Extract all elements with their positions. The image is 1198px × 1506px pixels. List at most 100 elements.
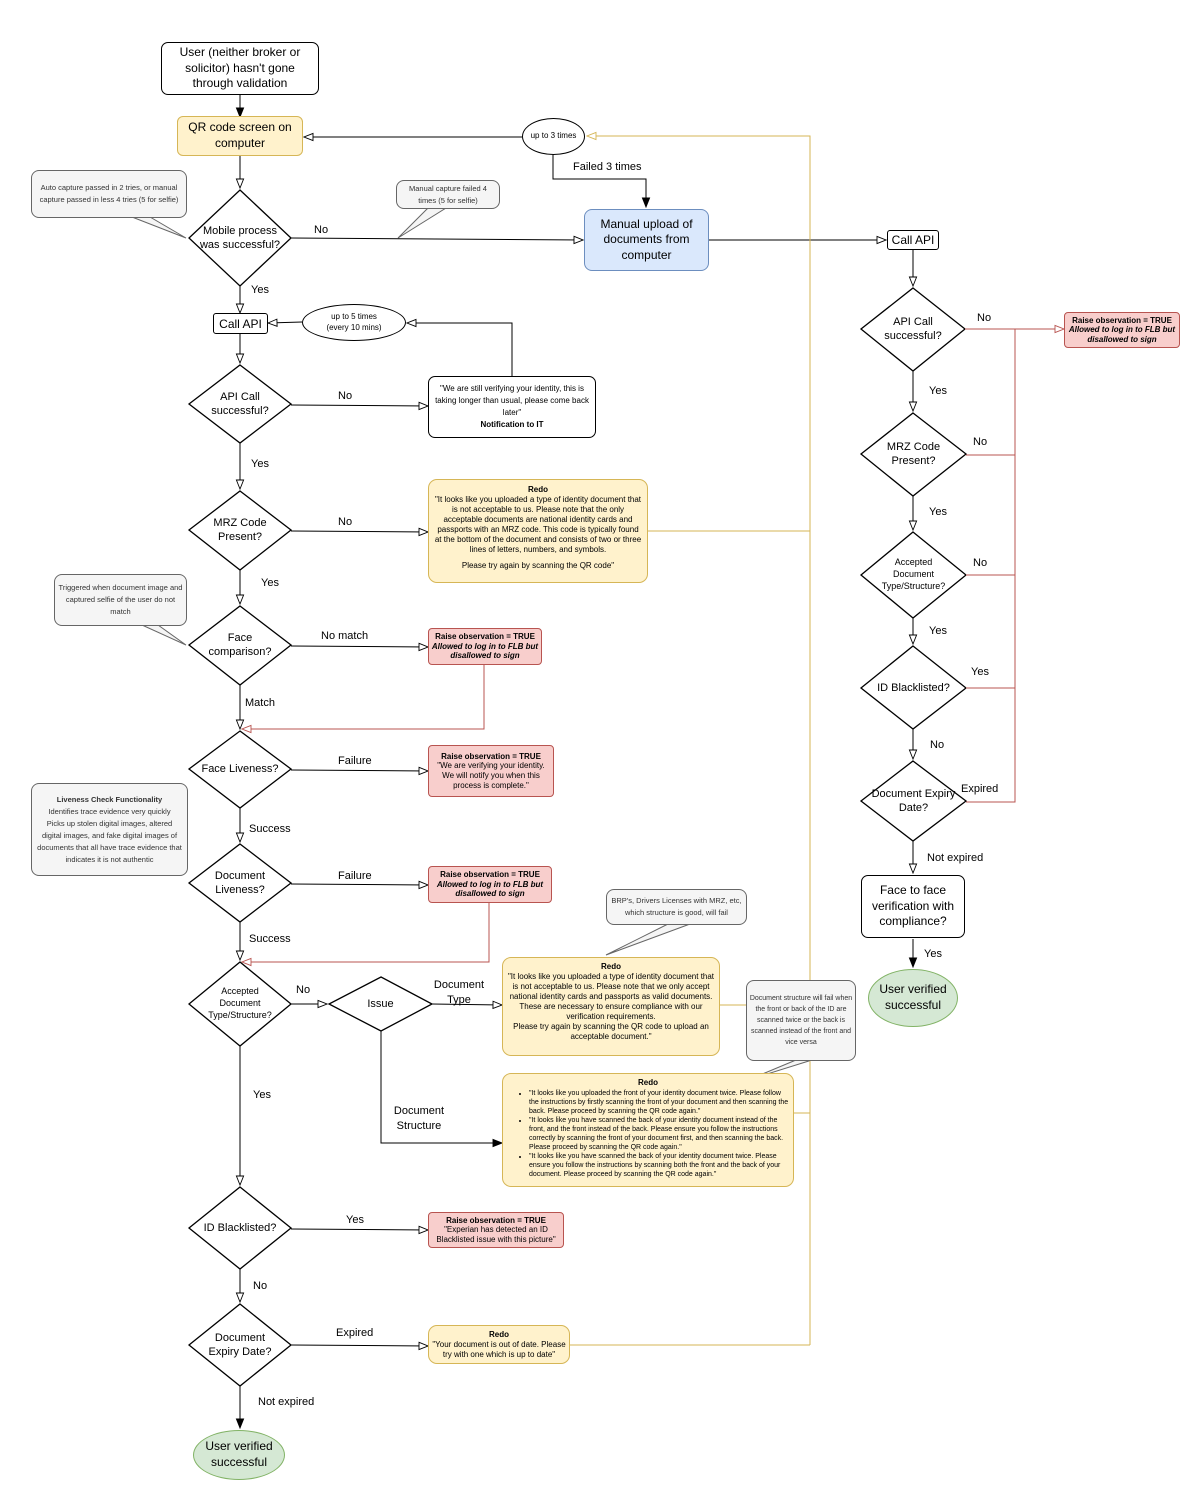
edge-label-right-accepted-yes: Yes xyxy=(929,625,947,637)
liveness-functionality-box: Liveness Check Functionality Identifies … xyxy=(31,783,188,876)
edge-label-right-api-no: No xyxy=(977,312,992,324)
face-liveness-decision: Face Liveness? xyxy=(201,762,279,775)
still-verifying-text: "We are still verifying your identity, t… xyxy=(435,384,589,417)
api-call-decision-left: API Call successful? xyxy=(211,390,269,417)
redo-mrz-title: Redo xyxy=(528,485,548,494)
structure-bullet: "It looks like you have scanned the back… xyxy=(529,1117,789,1152)
expiry-decision-right: Document Expiry Date? xyxy=(871,787,956,814)
raise-observation-doc: Raise observation = TRUE Allowed to log … xyxy=(428,866,552,903)
id-blacklisted-decision-left: ID Blacklisted? xyxy=(203,1221,277,1234)
edge-label-right-expired: Expired xyxy=(961,783,999,795)
edge-label-right-blacklisted-no: No xyxy=(930,739,945,751)
edge-label-match: Match xyxy=(245,697,275,709)
redo-structure-title: Redo xyxy=(638,1078,658,1087)
raise-observation-experian: Raise observation = TRUE "Experian has d… xyxy=(428,1212,564,1248)
edge-label-right-f2f-yes: Yes xyxy=(924,948,942,960)
edge-label-right-not-expired: Not expired xyxy=(927,852,984,864)
edge-label-mrz-yes: Yes xyxy=(261,577,279,589)
mrz-decision-right: MRZ Code Present? xyxy=(886,440,941,467)
issue-decision: Issue xyxy=(367,997,394,1010)
edge-label-doc-failure: Failure xyxy=(338,870,372,882)
redo-doctype-title: Redo xyxy=(601,962,621,971)
up-to-5-line1: up to 5 times xyxy=(331,311,377,321)
edge-label-doc-success: Success xyxy=(249,933,291,945)
structure-callout: Document structure will fail when the fr… xyxy=(746,980,856,1061)
expiry-decision-left: Document Expiry Date? xyxy=(208,1331,272,1358)
mrz-decision-left: MRZ Code Present? xyxy=(213,516,267,543)
edge-label-right-mrz-yes: Yes xyxy=(929,506,947,518)
structure-bullet-list: "It looks like you uploaded the front of… xyxy=(507,1090,789,1181)
liveness-notify-text: "We are verifying your identity. We will… xyxy=(437,761,545,790)
redo-doctype-text-2: Please try again by scanning the QR code… xyxy=(513,1022,709,1041)
liveness-box-title: Liveness Check Functionality xyxy=(56,794,163,804)
user-verified-left: User verified successful xyxy=(193,1430,285,1480)
edge-label-accepted-no: No xyxy=(296,984,311,996)
structure-bullet: "It looks like you uploaded the front of… xyxy=(529,1090,789,1116)
redo-doctype-text: "It looks like you uploaded a type of id… xyxy=(507,972,715,1021)
up-to-5-line2: (every 10 mins) xyxy=(326,322,382,332)
raise-right-sub: Allowed to log in to FLB but disallowed … xyxy=(1068,325,1176,344)
mobile-process-decision: Mobile process was successful? xyxy=(199,224,281,251)
raise-right-title: Raise observation = TRUE xyxy=(1072,315,1172,325)
raise-observation-liveness: Raise observation = TRUE "We are verifyi… xyxy=(428,745,554,797)
red-connectors xyxy=(242,329,1064,962)
up-to-5-times: up to 5 times (every 10 mins) xyxy=(302,304,406,341)
structure-bullet: "It looks like you have scanned the back… xyxy=(529,1153,789,1179)
main-connectors xyxy=(240,95,913,1428)
edge-label-api-yes: Yes xyxy=(251,458,269,470)
edge-label-no-match: No match xyxy=(321,630,369,642)
out-of-date-text: "Your document is out of date. Please tr… xyxy=(432,1339,566,1359)
auto-capture-callout: Auto capture passed in 2 tries, or manua… xyxy=(31,170,187,218)
edge-label-accepted-yes: Yes xyxy=(253,1089,271,1101)
brp-callout: BRP's, Drivers Licenses with MRZ, etc, w… xyxy=(606,889,747,925)
edge-label-face-success: Success xyxy=(249,823,291,835)
manual-capture-callout: Manual capture failed 4 times (5 for sel… xyxy=(396,180,500,209)
accepted-doc-decision-right: Accepted Document Type/Structure? xyxy=(881,557,946,591)
manual-upload-node: Manual upload of documents from computer xyxy=(584,209,709,271)
call-api-right: Call API xyxy=(887,230,939,250)
qr-code-screen: QR code screen on computer xyxy=(177,116,303,156)
face-to-face-node: Face to face verification with complianc… xyxy=(861,875,965,938)
raise-observation-right: Raise observation = TRUE Allowed to log … xyxy=(1064,312,1180,348)
accepted-doc-decision-left: Accepted Document Type/Structure? xyxy=(208,986,272,1020)
edge-label-api-no: No xyxy=(338,390,353,402)
edge-label-face-failure: Failure xyxy=(338,755,372,767)
edge-label-right-accepted-no: No xyxy=(973,557,988,569)
start-node: User (neither broker or solicitor) hasn'… xyxy=(161,42,319,95)
api-call-decision-right: API Call successful? xyxy=(884,315,942,342)
triggered-callout: Triggered when document image and captur… xyxy=(54,574,187,626)
edge-label-blacklisted-no: No xyxy=(253,1280,268,1292)
user-verified-right: User verified successful xyxy=(868,969,958,1027)
liveness-box-line2: Picks up stolen digital images, altered … xyxy=(37,818,182,864)
decision-diamonds-right xyxy=(859,287,968,842)
raise-title-doc: Raise observation = TRUE xyxy=(440,870,540,880)
redo-mrz-text-2: Please try again by scanning the QR code… xyxy=(461,561,615,570)
edge-label-document-structure: Document Structure xyxy=(393,1105,445,1132)
redo-mrz-text: "It looks like you uploaded a type of id… xyxy=(434,495,642,554)
edge-label-not-expired: Not expired xyxy=(258,1396,315,1408)
liveness-box-line1: Identifies trace evidence very quickly xyxy=(48,806,171,816)
allowed-sign-face: Allowed to log in to FLB but disallowed … xyxy=(431,641,539,661)
edge-label-mobile-yes: Yes xyxy=(251,284,269,296)
edge-label-mobile-no: No xyxy=(314,224,329,236)
allowed-sign-doc: Allowed to log in to FLB but disallowed … xyxy=(436,879,544,899)
edge-label-mrz-no: No xyxy=(338,516,353,528)
raise-title-experian: Raise observation = TRUE xyxy=(446,1215,546,1225)
decision-diamonds xyxy=(187,189,434,1387)
redo-doctype-box: Redo "It looks like you uploaded a type … xyxy=(502,957,720,1056)
edge-label-right-blacklisted-yes: Yes xyxy=(971,666,989,678)
edge-label-right-mrz-no: No xyxy=(973,436,988,448)
raise-title-face: Raise observation = TRUE xyxy=(435,632,535,642)
edge-label-right-api-yes: Yes xyxy=(929,385,947,397)
call-api-left: Call API xyxy=(213,313,268,334)
edge-label-failed3: Failed 3 times xyxy=(573,161,642,173)
raise-observation-face: Raise observation = TRUE Allowed to log … xyxy=(428,628,542,665)
edge-label-expired: Expired xyxy=(336,1327,374,1339)
still-verifying-message: "We are still verifying your identity, t… xyxy=(428,376,596,438)
face-comparison-decision: Face comparison? xyxy=(208,631,272,658)
redo-expired-title: Redo xyxy=(489,1329,509,1339)
up-to-3-times: up to 3 times xyxy=(522,118,585,155)
document-liveness-decision: Document Liveness? xyxy=(214,869,266,896)
raise-title-liveness: Raise observation = TRUE xyxy=(441,751,541,761)
